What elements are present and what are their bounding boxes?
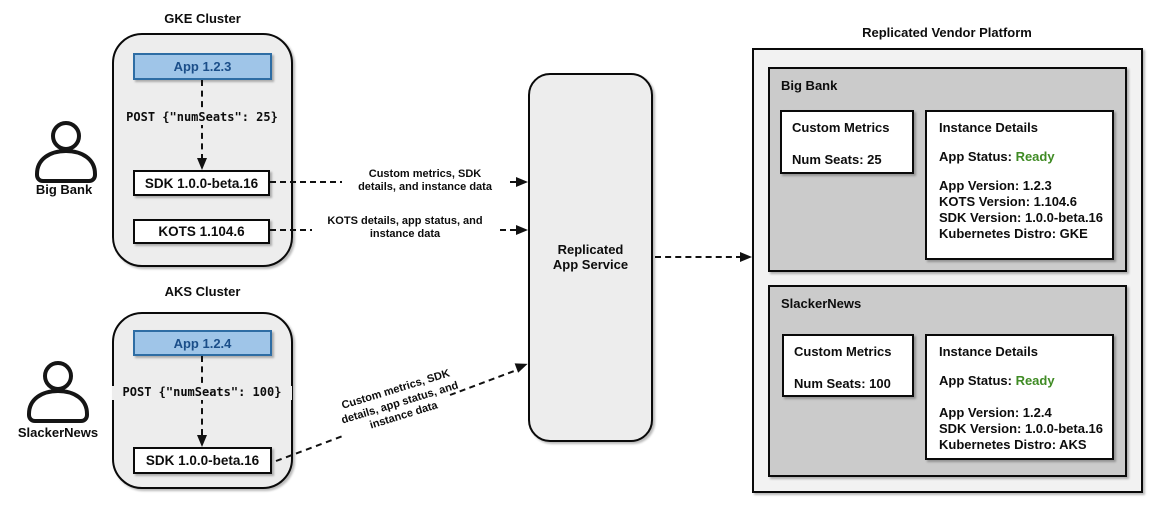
- arrowhead-down-icon: [197, 158, 207, 170]
- replicated-app-service-box: [528, 73, 653, 442]
- app-status-line: App Status: Ready: [939, 373, 1055, 389]
- vendor-panel-title: SlackerNews: [781, 296, 862, 311]
- instance-details-title: Instance Details: [939, 120, 1038, 135]
- vendor-panel-slackernews: SlackerNews Custom Metrics Num Seats: 10…: [768, 285, 1127, 477]
- instance-detail-lines: App Version: 1.2.4 SDK Version: 1.0.0-be…: [939, 405, 1103, 453]
- service-label-line: Replicated: [557, 242, 624, 257]
- vendor-panel-big-bank: Big Bank Custom Metrics Num Seats: 25 In…: [768, 67, 1127, 272]
- kots-node: KOTS 1.104.6: [133, 219, 270, 244]
- app-node: App 1.2.3: [133, 53, 272, 80]
- detail-line: SDK Version: 1.0.0-beta.16: [939, 210, 1104, 225]
- app-status-value: Ready: [1015, 373, 1055, 388]
- sdk-node: SDK 1.0.0-beta.16: [133, 447, 272, 474]
- arrowhead-right-icon: [740, 252, 752, 262]
- app-status-label: App Status:: [939, 149, 1016, 164]
- arrow-label-line: Custom metrics, SDK: [368, 168, 482, 180]
- app-node-label: App 1.2.3: [173, 59, 232, 74]
- post-request-label: POST {"numSeats": 25}: [118, 110, 286, 125]
- arrow-label-line: details, and instance data: [358, 181, 492, 193]
- sdk-node-label: SDK 1.0.0-beta.16: [145, 453, 260, 468]
- detail-line: App Version: 1.2.4: [939, 405, 1052, 420]
- custom-metrics-value: Num Seats: 25: [792, 152, 882, 167]
- platform-title: Replicated Vendor Platform: [862, 25, 1032, 40]
- app-status-label: App Status:: [939, 373, 1016, 388]
- arrow-label-line: KOTS details, app status, and: [327, 215, 483, 227]
- detail-line: Kubernetes Distro: AKS: [939, 437, 1087, 452]
- detail-line: Kubernetes Distro: GKE: [939, 226, 1088, 241]
- arrowhead-right-icon: [516, 225, 528, 235]
- sdk-node: SDK 1.0.0-beta.16: [133, 170, 270, 196]
- instance-details-card: Instance Details App Status: Ready App V…: [925, 334, 1114, 460]
- vendor-panel-title: Big Bank: [781, 78, 838, 93]
- detail-line: SDK Version: 1.0.0-beta.16: [939, 421, 1104, 436]
- gke-cluster-title: GKE Cluster: [164, 11, 241, 26]
- replicated-app-service-label: Replicated App Service: [528, 242, 653, 272]
- custom-metrics-title: Custom Metrics: [792, 120, 890, 135]
- custom-metrics-card: Custom Metrics Num Seats: 25: [780, 110, 914, 174]
- app-node-label: App 1.2.4: [173, 335, 232, 351]
- arrowhead-down-icon: [197, 435, 207, 447]
- app-status-line: App Status: Ready: [939, 149, 1055, 165]
- arrowhead-right-icon: [516, 177, 528, 187]
- instance-details-card: Instance Details App Status: Ready App V…: [925, 110, 1114, 260]
- instance-detail-lines: App Version: 1.2.3 KOTS Version: 1.104.6…: [939, 178, 1103, 242]
- detail-line: KOTS Version: 1.104.6: [939, 194, 1078, 209]
- sdk-arrow-label: Custom metrics, SDK details, and instanc…: [342, 168, 508, 194]
- detail-line: App Version: 1.2.3: [939, 178, 1052, 193]
- actor-label-big-bank: Big Bank: [35, 182, 93, 197]
- arrow-label-line: instance data: [369, 228, 441, 240]
- custom-metrics-value: Num Seats: 100: [794, 376, 891, 391]
- custom-metrics-card: Custom Metrics Num Seats: 100: [782, 334, 914, 397]
- service-label-line: App Service: [552, 257, 629, 272]
- user-icon: [23, 352, 93, 424]
- kots-arrow-label: KOTS details, app status, and instance d…: [312, 215, 498, 241]
- kots-node-label: KOTS 1.104.6: [158, 224, 245, 239]
- custom-metrics-title: Custom Metrics: [794, 344, 892, 359]
- sdk-node-label: SDK 1.0.0-beta.16: [144, 175, 259, 191]
- app-node: App 1.2.4: [133, 330, 272, 356]
- service-to-platform-arrow: [655, 256, 742, 258]
- instance-details-title: Instance Details: [939, 344, 1038, 359]
- app-status-value: Ready: [1015, 149, 1055, 164]
- user-icon: [31, 112, 101, 184]
- post-request-label: POST {"numSeats": 100}: [112, 385, 292, 400]
- actor-label-slackernews: SlackerNews: [17, 425, 99, 440]
- aks-arrow-label: Custom metrics, SDK details, app status,…: [310, 358, 490, 448]
- aks-cluster-title: AKS Cluster: [164, 284, 241, 299]
